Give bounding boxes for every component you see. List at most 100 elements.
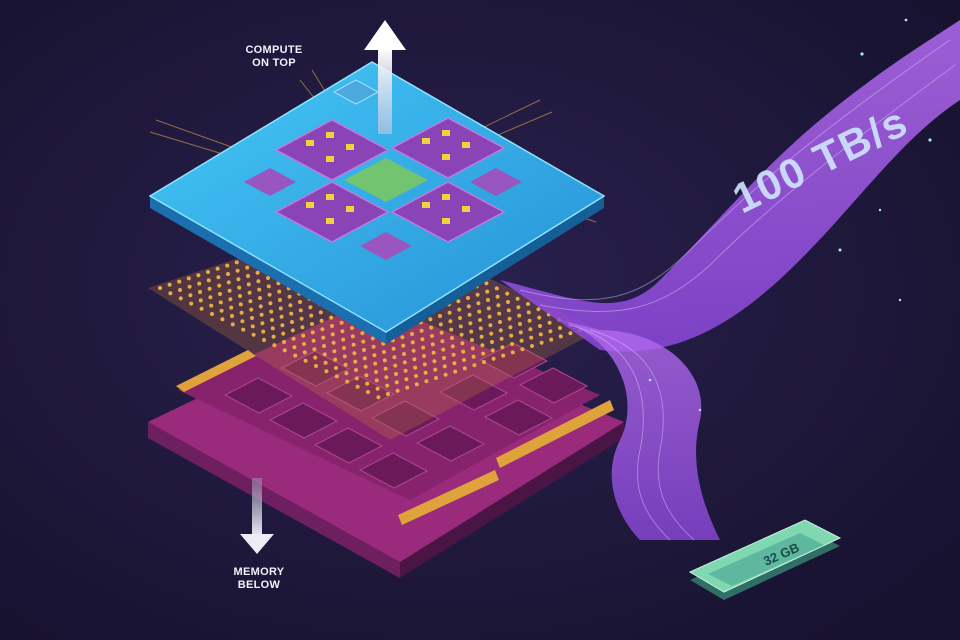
bump — [480, 343, 485, 348]
bump — [270, 326, 275, 331]
memory-contacts-front — [398, 470, 499, 525]
bump — [549, 337, 554, 342]
bump — [412, 357, 417, 362]
bump — [404, 377, 409, 382]
bump — [339, 320, 344, 325]
bump — [491, 356, 496, 361]
bump — [384, 375, 389, 380]
bump — [515, 296, 520, 301]
bump — [470, 346, 475, 351]
bump — [158, 286, 162, 290]
bump — [442, 364, 447, 369]
bump — [467, 312, 472, 317]
bump — [292, 345, 297, 350]
bump — [365, 381, 370, 386]
memory-module: 32 GB — [688, 519, 842, 600]
bump — [496, 303, 501, 308]
bump — [198, 298, 203, 303]
bump — [490, 348, 495, 353]
bump — [457, 307, 462, 312]
bump — [468, 321, 473, 326]
bump — [168, 291, 173, 296]
bump — [220, 317, 225, 322]
bump — [290, 320, 294, 324]
bump — [402, 360, 407, 365]
bump — [260, 321, 265, 326]
bump — [300, 325, 305, 330]
bump — [476, 301, 481, 306]
bump — [310, 330, 315, 335]
bump — [538, 332, 543, 337]
bump — [329, 315, 334, 320]
bump — [236, 277, 241, 282]
bump — [270, 318, 274, 322]
bump — [227, 288, 232, 293]
bump — [383, 366, 388, 371]
small-tile-right — [470, 168, 522, 196]
bump — [403, 368, 408, 373]
bump — [229, 305, 234, 310]
bump — [499, 336, 504, 341]
bump — [450, 336, 454, 340]
memory-below-label: MEMORY BELOW — [222, 566, 296, 592]
bump — [322, 352, 327, 357]
bump — [495, 294, 500, 299]
bump — [462, 366, 467, 371]
bump — [450, 344, 455, 349]
bump — [442, 356, 446, 360]
bump — [269, 309, 274, 314]
bump — [250, 324, 255, 329]
bump — [298, 308, 303, 313]
bump — [478, 318, 482, 322]
bump — [487, 314, 492, 319]
bump — [434, 376, 438, 380]
bump — [248, 299, 253, 304]
bump — [257, 287, 262, 292]
bump — [246, 282, 251, 287]
bump — [431, 350, 436, 355]
bump — [479, 334, 484, 339]
bump — [282, 348, 287, 353]
bump — [188, 293, 193, 298]
bump — [238, 294, 242, 298]
bump — [287, 294, 292, 299]
bump — [293, 353, 298, 358]
bump — [373, 361, 378, 366]
bump — [500, 345, 505, 350]
bump — [509, 333, 514, 338]
bump — [518, 330, 523, 335]
bump — [234, 260, 239, 265]
bump — [354, 368, 358, 372]
bump — [462, 358, 466, 362]
bump — [547, 320, 552, 325]
bump — [498, 328, 503, 333]
bump — [433, 367, 438, 372]
bump — [268, 301, 273, 306]
bump — [526, 302, 530, 306]
bump — [414, 382, 419, 387]
memory-below-line1: MEMORY — [233, 566, 285, 578]
bump — [537, 315, 542, 320]
bump — [536, 307, 541, 312]
bump — [423, 370, 428, 375]
bump — [208, 295, 213, 300]
bump — [199, 306, 204, 311]
bump — [438, 314, 442, 318]
bump — [350, 334, 355, 339]
bump — [340, 329, 345, 334]
bump — [371, 344, 376, 349]
bump — [350, 326, 354, 330]
bump — [261, 329, 266, 334]
bump — [539, 340, 544, 345]
bump — [198, 290, 202, 294]
bump — [411, 348, 416, 353]
bump — [420, 337, 425, 342]
bump — [322, 344, 326, 348]
bump — [282, 340, 286, 344]
bump — [402, 352, 406, 356]
bump — [206, 270, 210, 274]
bump — [361, 339, 366, 344]
bump — [228, 297, 233, 302]
bump — [334, 366, 338, 370]
bump — [256, 279, 261, 284]
